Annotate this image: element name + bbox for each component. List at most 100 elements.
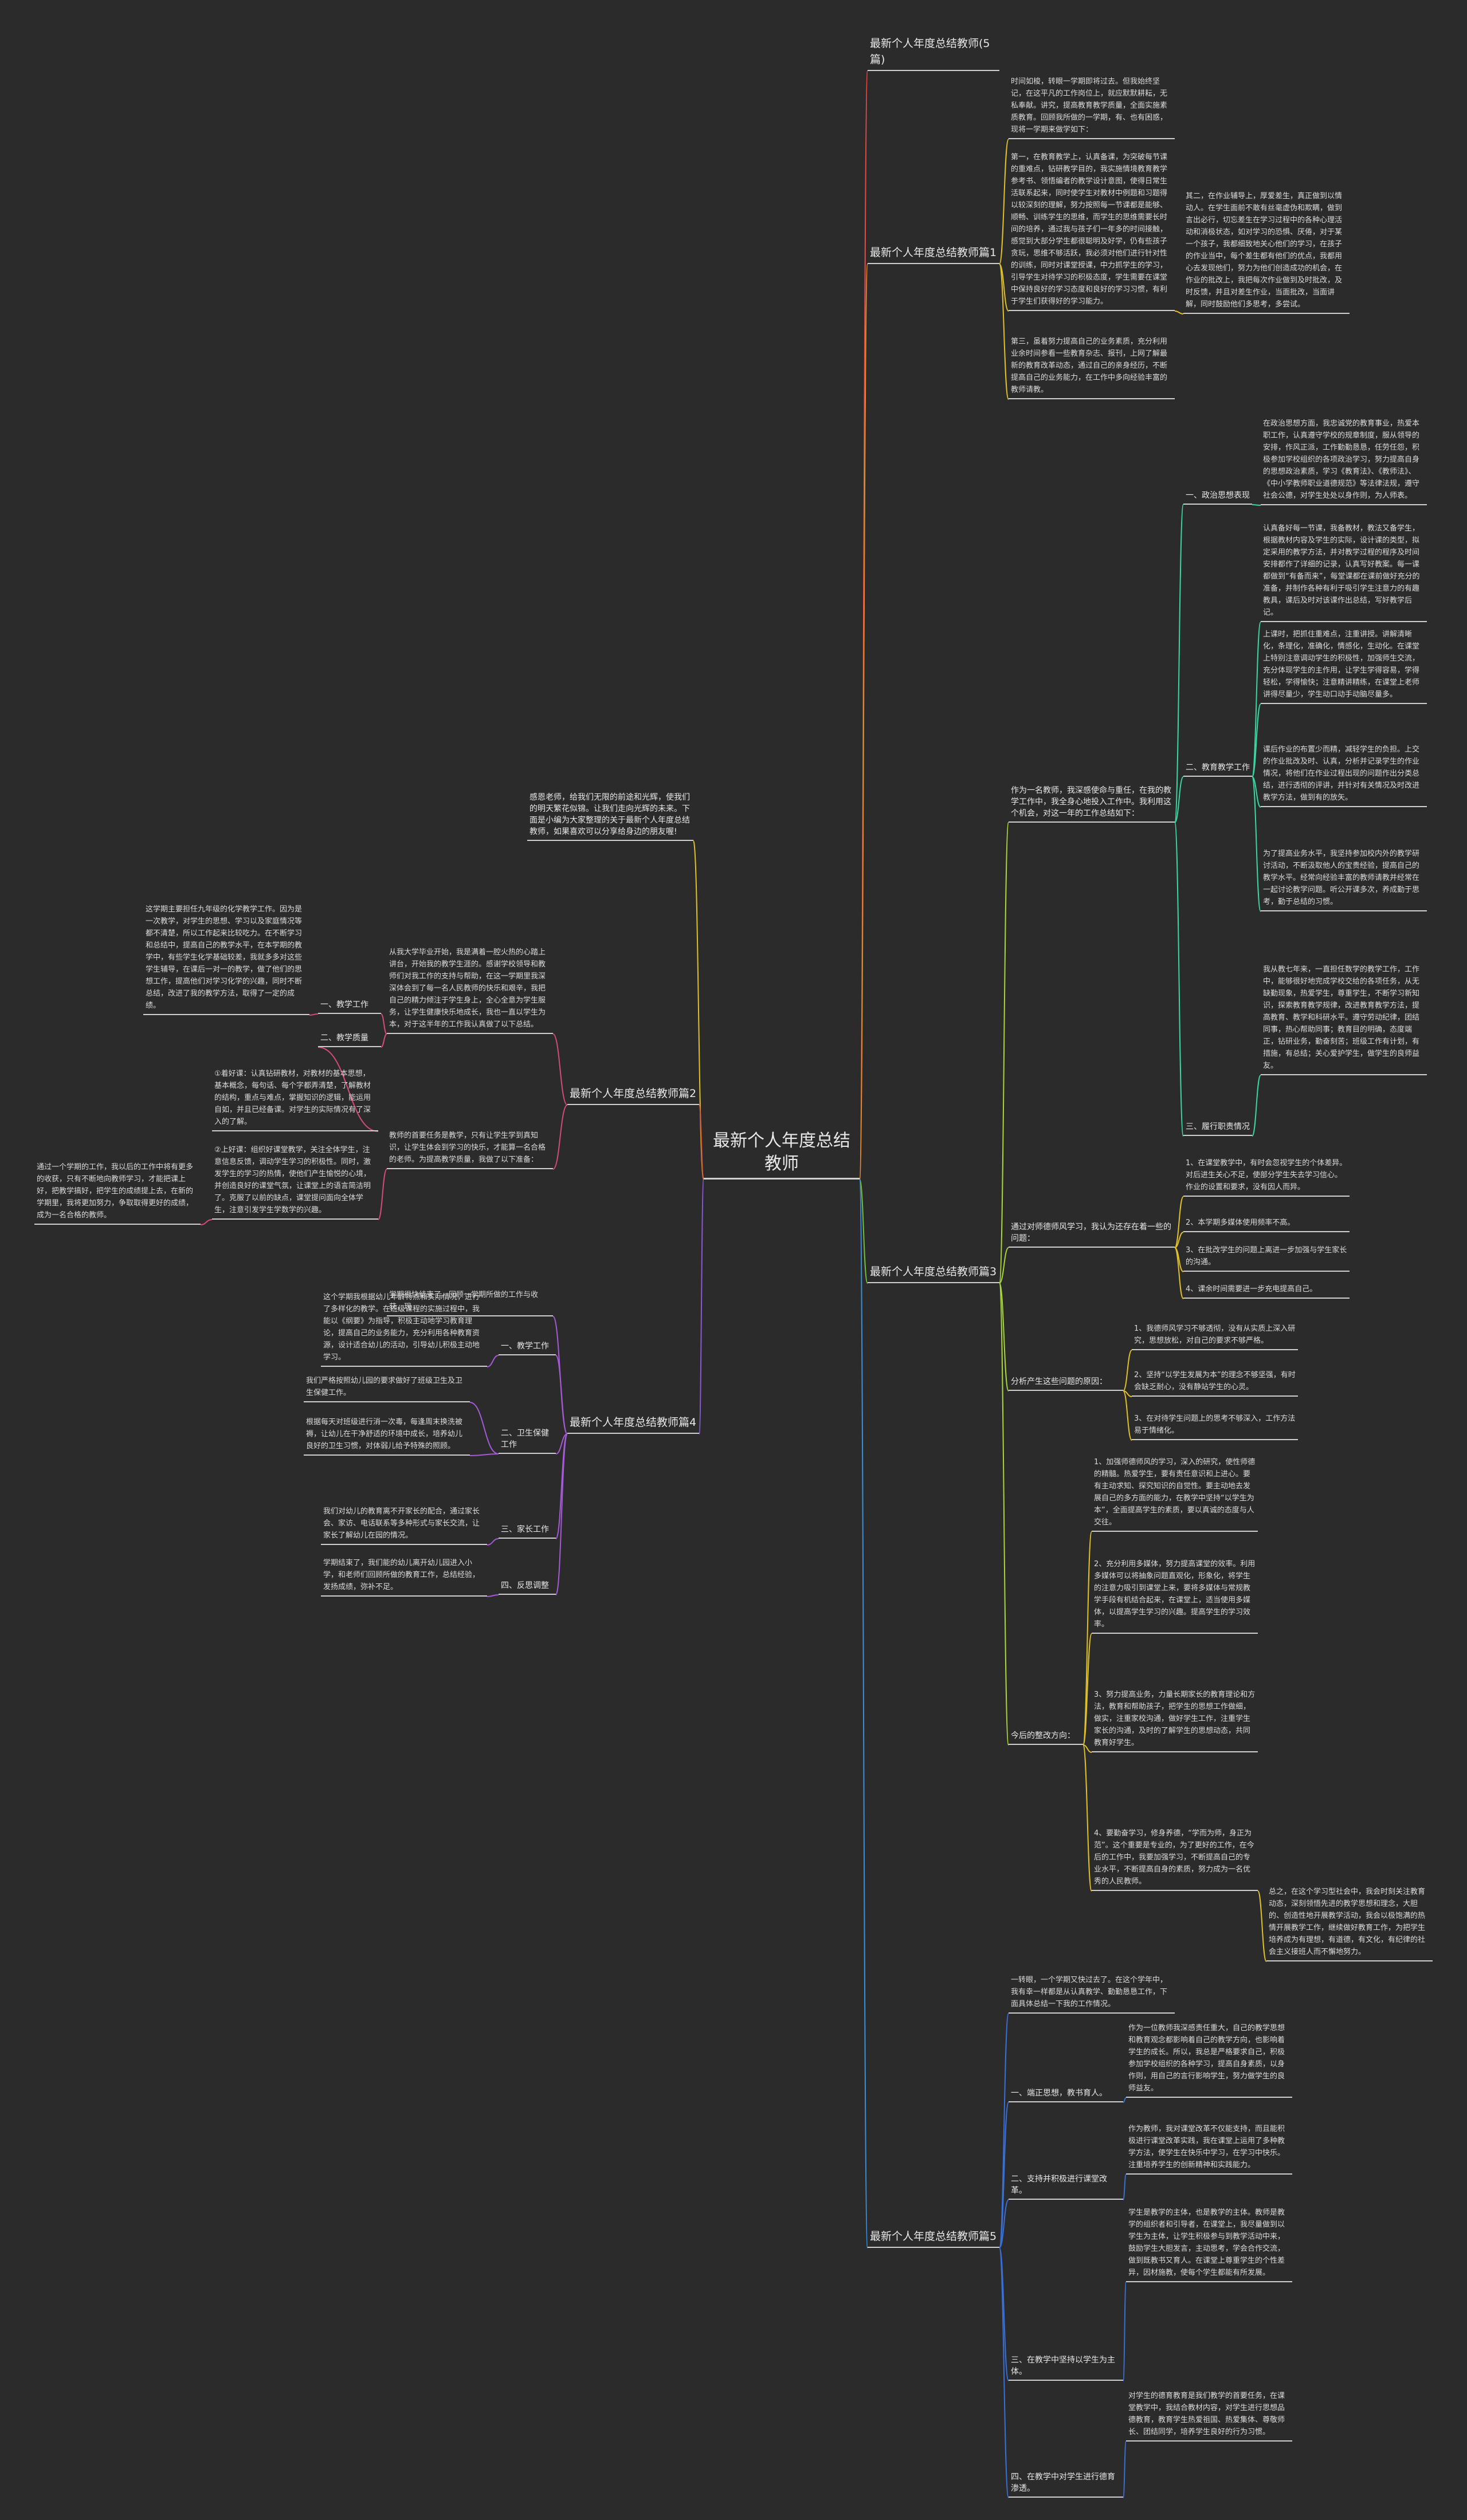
part1-para-2: 其二，在作业辅导上，厚爱差生，真正做到以情动人。在学生面前不敢有丝毫虚伪和欺瞒，… [1183,189,1350,314]
connector-part2-quality-text-2-part2-closing [200,1219,213,1225]
part2-quality-text-1: ①着好课：认真钻研教材，对教材的基本思想，基本概念，每句话、每个字都弄清楚，了解… [212,1067,378,1131]
connector-part3-sub-problems-part3-problem-1 [1174,1196,1184,1248]
part2-sub-quality[interactable]: 二、教学质量 [318,1031,381,1047]
branch-part3[interactable]: 最新个人年度总结教师篇3 [868,1263,999,1283]
part2-quality-text-3: 教师的首要任务是教学，只有让学生学到真知识，让学生体会到学习的快乐，才能算一名合… [387,1129,553,1169]
part5-text-1: 作为一位教师我深感责任重大，自己的教学思想和教育观念都影响着自己的教学方向，也影… [1126,2021,1292,2098]
connector-part3-intro-part3-sub-teaching [1174,776,1184,823]
connector-root-node-branch-part3 [859,1179,868,1284]
connector-branch-part3-part3-sub-problems [999,1247,1009,1284]
part3-sub-teaching[interactable]: 二、教育教学工作 [1183,761,1252,777]
part3-teaching-text-4: 为了提高业务水平，我坚持参加校内外的教学研讨活动，不断汲取他人的宝贵经验，提高自… [1261,847,1427,911]
connector-part4-sub-health-part4-health-text-1 [469,1402,499,1454]
connector-part3-sub-improve-part3-improve-4 [1082,1744,1092,1892]
connector-part3-sub-problems-part3-problem-4 [1174,1247,1184,1299]
part4-sub-reflect[interactable]: 四、反思调整 [499,1579,556,1595]
connector-part5-sub-2-part5-text-2 [1123,2174,1127,2200]
connector-branch-part5-part5-sub-4 [999,2247,1009,2498]
connector-part3-intro-part3-sub-duties [1174,822,1184,1137]
connector-part3-sub-teaching-part3-teaching-text-3 [1252,776,1261,808]
part3-duties-text: 我从教七年来，一直担任数学的教学工作，工作中，能够很好地完成学校交给的各项任务，… [1261,962,1427,1075]
connector-part2-main-part2-sub-quality [381,1033,387,1048]
connector-branch-part5-part5-sub-1 [999,2102,1009,2248]
connector-part2-sub-teaching-part2-teaching-text [309,1013,319,1016]
part3-teaching-text-3: 课后作业的布置少而精，减轻学生的负担。上交的作业批改及时、认真，分析并记录学生的… [1261,742,1427,807]
part3-intro: 作为一名教师，我深感使命与重任，在我的教学工作中，我全身心地投入工作中。我利用这… [1009,784,1175,823]
connector-branch-part3-part3-sub-improve [999,1283,1009,1745]
connector-part3-improve-4-part3-summary [1257,1890,1267,1962]
root-node[interactable]: 最新个人年度总结教师 [704,1129,860,1180]
connector-part5-sub-1-part5-text-1 [1123,2097,1127,2103]
part3-problem-2: 2、本学期多媒体使用频率不高。 [1183,1216,1350,1232]
connector-root-node-branch-part4 [699,1179,704,1434]
connector-branch-part2-part2-main [552,1033,568,1106]
part1-para-1: 第一，在教育教学上，认真备课，为突破每节课的重难点，钻研教学目的，我实施情境教育… [1009,150,1175,311]
part4-health-text-1: 我们严格按照幼儿园的要求做好了班级卫生及卫生保健工作。 [304,1374,470,1402]
connector-branch-part4-part4-sub-reflect [555,1433,568,1595]
connector-root-node-branch-part1 [859,264,868,1180]
connector-part5-sub-4-part5-text-4 [1123,2441,1127,2498]
part4-intro: 学期很快结束了。回顾一学期所做的工作与收获，现 [387,1288,553,1316]
connector-branch-part1-part1-para-1 [999,264,1009,312]
connector-part3-sub-duties-part3-duties-text [1252,1075,1261,1137]
part2-sub-teaching[interactable]: 一、教学工作 [318,998,381,1014]
connector-branch-part1-part1-intro [999,139,1009,265]
part2-teaching-text: 这学期主要担任九年级的化学教学工作。因为是一次教学，对学生的思想、学习以及家庭情… [143,902,309,1015]
part3-improve-4: 4、要勤奋学习，修身养德，“学而为师，身正为范”。这个重要是专业的，为了更好的工… [1092,1826,1258,1891]
part3-problem-3: 3、在批改学生的问题上离进一步加强与学生家长的沟通。 [1183,1243,1350,1272]
connector-branch-part2-part2-quality-text-3 [552,1104,568,1170]
part2-closing: 通过一个学期的工作，我以后的工作中将有更多的收获，只有不断地向教师学习，才能把课… [34,1160,201,1225]
part4-family-text: 我们对幼儿的教育离不开家长的配合，通过家长会、家访、电话联系等多种形式与家长交流… [321,1504,487,1545]
connector-part4-sub-reflect-part4-reflect-text [487,1594,499,1597]
part4-sub-teaching[interactable]: 一、教学工作 [499,1339,556,1355]
connector-part1-para-1-part1-para-2 [1174,310,1184,314]
part5-text-2: 作为教师，我对课堂改革不仅能支持，而且能积极进行课堂改革实践，我在课堂上运用了多… [1126,2122,1292,2175]
branch-part2[interactable]: 最新个人年度总结教师篇2 [567,1084,699,1105]
part4-reflect-text: 学期结束了，我们能的幼儿离开幼儿园进入小学，和老师们回顾所做的教育工作，总结经验… [321,1556,487,1597]
part3-problem-1: 1、在课堂教学中，有时会忽视学生的个体差异。对后进生关心不足，使部分学生失去学习… [1183,1156,1350,1197]
intro-text: 感恩老师，给我们无限的前途和光辉，使我们的明天繁花似锦。让我们走向光辉的未来。下… [527,791,693,841]
connector-part3-sub-causes-part3-cause-1 [1123,1350,1132,1391]
connector-part2-quality-text-3-part2-quality-text-2 [378,1169,387,1220]
part1-para-3: 第三，虽着努力提高自己的业务素质，充分利用业余时间参看一些教育杂志、报刊，上网了… [1009,335,1175,399]
connector-part5-sub-3-part5-text-3 [1123,2282,1127,2381]
part5-sub-3[interactable]: 三、在教学中坚持以学生为主体。 [1009,2353,1123,2381]
connector-part3-sub-teaching-part3-teaching-text-1 [1252,622,1261,777]
connector-part3-sub-teaching-part3-teaching-text-4 [1252,776,1261,912]
connector-root-node-branch-part5 [859,1179,868,2248]
connector-part4-sub-teaching-part4-teaching-text [487,1355,499,1367]
connector-part3-sub-improve-part3-improve-2 [1082,1633,1092,1745]
part3-sub-problems[interactable]: 通过对师德师风学习，我认为还存在着一些的问题： [1009,1220,1175,1248]
part3-problem-4: 4、课余时间需要进一步充电提高自己。 [1183,1282,1350,1299]
connector-branch-part3-part3-intro [999,822,1009,1284]
part3-cause-2: 2、坚持“以学生发展为本”的理念不够坚强，有时会缺乏耐心，没有静站学生的心灵。 [1132,1368,1298,1397]
branch-part4[interactable]: 最新个人年度总结教师篇4 [567,1413,699,1434]
part5-sub-4[interactable]: 四、在教学中对学生进行德育渗透。 [1009,2470,1123,2498]
branch-overview[interactable]: 最新个人年度总结教师(5篇) [868,34,999,71]
part3-sub-duties[interactable]: 三、履行职责情况 [1183,1120,1252,1136]
part3-politics-text: 在政治思想方面，我忠诚党的教育事业，热爱本职工作，认真遵守学校的规章制度，服从领… [1261,416,1427,505]
part4-teaching-text: 这个学期我根据幼儿年龄特点和实际情况，进行了多样化的教学。在班级课程的实施过程中… [321,1290,487,1367]
part5-intro: 一转眼，一个学期又快过去了。在这个学年中，我有幸一样都是从认真教学、勤勤恳恳工作… [1009,1973,1175,2014]
part5-sub-2[interactable]: 二、支持并积极进行课堂改革。 [1009,2172,1123,2200]
connector-branch-part4-part4-sub-health [555,1433,568,1454]
connector-part3-sub-causes-part3-cause-3 [1123,1390,1132,1441]
connector-part4-sub-health-part4-health-text-2 [469,1453,499,1456]
connector-root-node-intro-text [693,840,704,1180]
branch-part1[interactable]: 最新个人年度总结教师篇1 [868,243,999,264]
part2-main: 从我大学毕业开始，我是满着一腔火热的心踏上讲台，开始我的教学生涯的。感谢学校领导… [387,945,553,1034]
connector-part3-sub-problems-part3-problem-2 [1174,1232,1184,1248]
branch-part5[interactable]: 最新个人年度总结教师篇5 [868,2227,999,2248]
part2-quality-text-2: ②上好课：组织好课堂教学，关注全体学生，注意信息反馈，调动学生学习的积极性。同时… [212,1143,378,1220]
connector-branch-part5-part5-sub-2 [999,2199,1009,2248]
part3-sub-improve[interactable]: 今后的整改方向： [1009,1729,1083,1745]
part4-sub-family[interactable]: 三、家长工作 [499,1523,556,1539]
part4-sub-health[interactable]: 二、卫生保健工作 [499,1426,556,1454]
part3-sub-causes[interactable]: 分析产生这些问题的原因： [1009,1375,1123,1391]
part5-sub-1[interactable]: 一、端正思想，教书育人。 [1009,2086,1123,2102]
connector-part2-main-part2-sub-teaching [381,1013,387,1035]
part3-sub-politics[interactable]: 一、政治思想表现 [1183,489,1252,505]
connector-part3-sub-teaching-part3-teaching-text-2 [1252,703,1261,777]
part4-health-text-2: 根据每天对班级进行消一次毒，每逢周末换洗被褥，让幼儿在干净舒适的环境中成长，培养… [304,1415,470,1456]
